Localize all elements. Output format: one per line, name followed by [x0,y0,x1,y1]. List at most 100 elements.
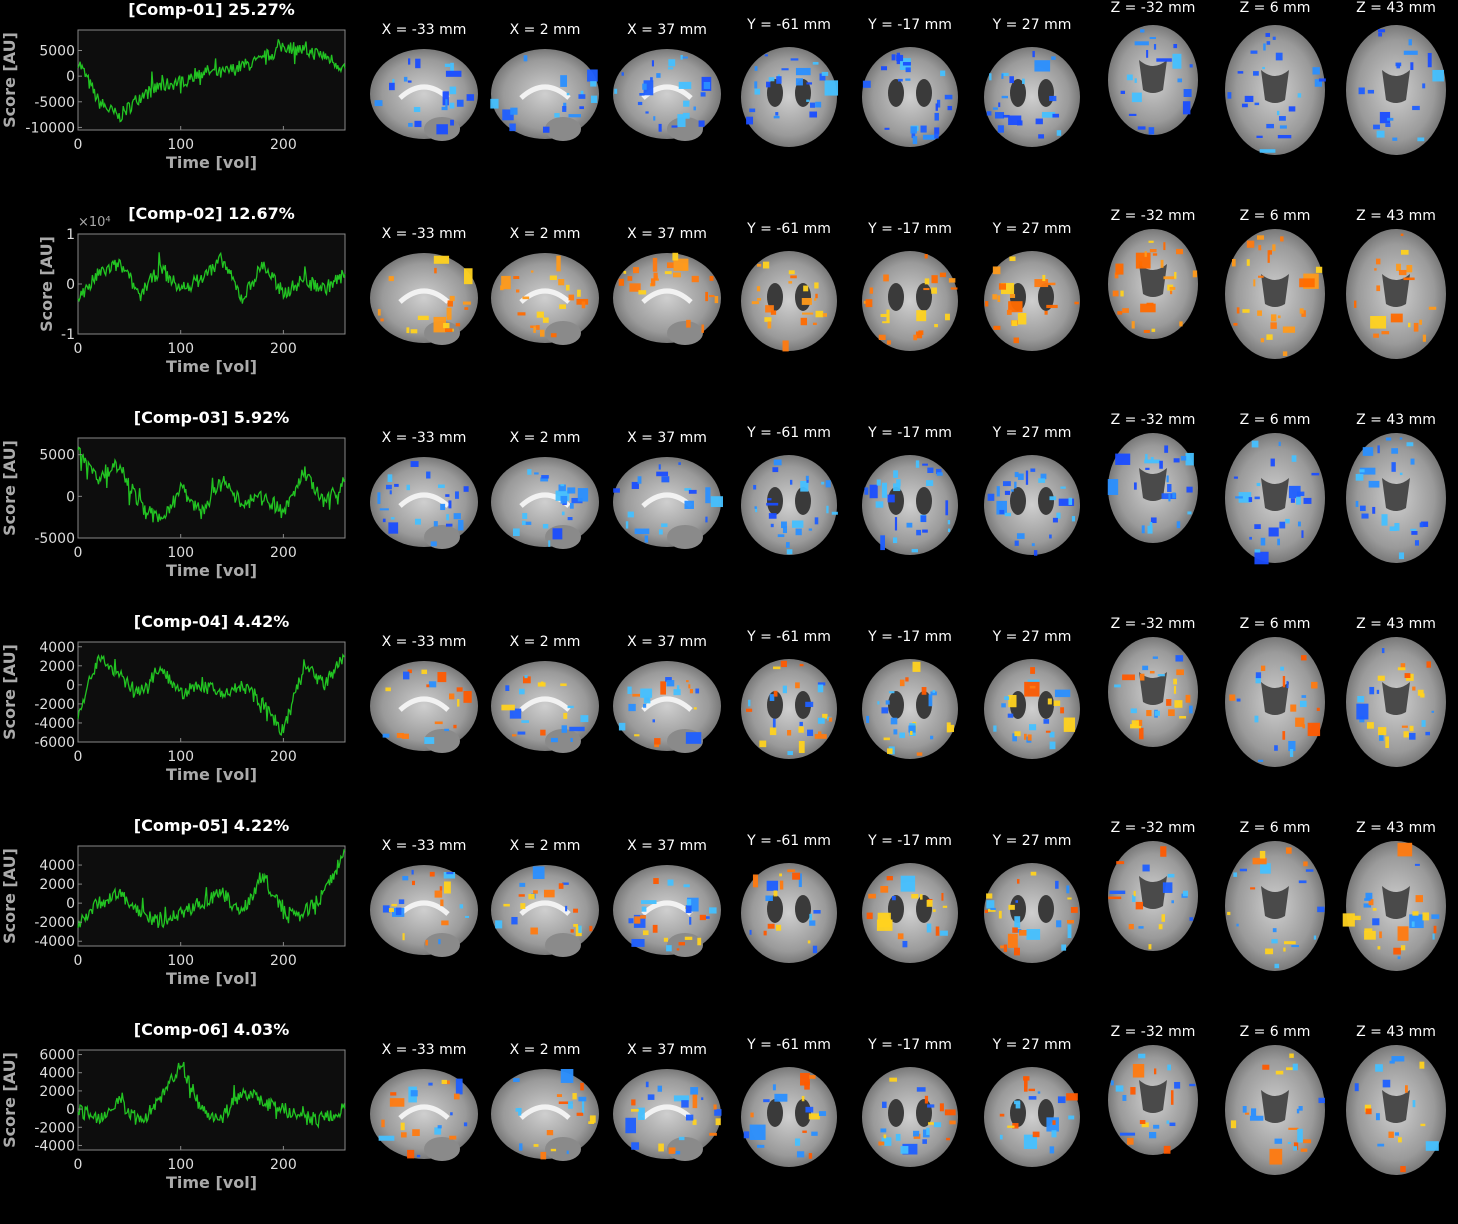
activation-blob [920,894,923,900]
activation-blob [540,329,545,337]
activation-blob [684,488,692,491]
slice-label: Z = 43 mm [1356,208,1436,224]
ventricle [916,283,932,311]
activation-blob [818,731,822,735]
activation-blob [1411,531,1418,535]
activation-blob [533,326,536,333]
activation-blob [1376,689,1380,694]
activation-blob [988,909,996,912]
activation-blob [922,134,936,140]
activation-blob [1023,1076,1028,1092]
activation-blob [880,535,885,551]
activation-blob [1266,334,1273,340]
activation-blob [693,707,697,710]
activation-blob [1009,256,1016,262]
cerebellum [667,1137,703,1161]
activation-blob [803,285,809,292]
brain-slice [984,47,1080,147]
activation-blob [936,472,943,476]
activation-blob [986,893,993,899]
activation-blob [752,874,759,888]
activation-blob [569,726,585,732]
brain-slice [862,659,958,759]
y-axis-label: Score [AU] [0,1052,19,1148]
activation-blob [1024,681,1040,697]
activation-blob [922,463,928,466]
activation-blob [1318,1097,1325,1104]
brain-tissue [984,455,1080,555]
cerebellum [545,1137,581,1161]
activation-blob [1272,244,1276,252]
brain-slice [741,47,839,147]
activation-blob [1279,521,1286,529]
activation-blob [942,905,948,908]
activation-blob [414,120,422,128]
activation-blob [1426,661,1431,668]
activation-blob [773,690,778,697]
activation-blob [676,685,680,692]
activation-blob [1399,472,1403,476]
activation-blob [453,1093,460,1100]
activation-blob [631,938,645,947]
activation-blob [389,490,392,495]
activation-blob [928,694,933,707]
activation-blob [757,298,762,301]
activation-blob [1115,453,1131,465]
activation-blob [1356,703,1369,720]
activation-blob [764,317,772,322]
activation-blob [558,279,565,286]
activation-blob [1354,300,1357,308]
activation-blob [1422,912,1429,921]
activation-blob [510,107,518,115]
activation-blob [780,521,787,529]
activation-blob [1368,480,1380,488]
activation-blob [1239,868,1248,872]
brain-tissue [741,251,837,351]
activation-blob [1008,301,1023,313]
activation-blob [1112,290,1119,297]
activation-blob [899,679,905,687]
activation-blob [1030,468,1036,472]
activation-blob [640,915,646,919]
activation-blob [1397,926,1409,941]
activation-blob [522,513,528,519]
activation-blob [1046,304,1058,309]
activation-blob [428,1082,433,1086]
activation-blob [1422,83,1426,89]
activation-blob [540,1151,547,1160]
activation-blob [1299,308,1304,314]
activation-blob [688,684,691,689]
activation-blob [1003,114,1010,118]
activation-blob [810,102,816,108]
activation-blob [743,1131,750,1139]
activation-blob [1421,720,1426,727]
activation-blob [1049,496,1057,501]
activation-blob [1063,717,1076,732]
activation-blob [672,272,681,278]
activation-blob [411,880,416,886]
activation-blob [885,700,890,705]
plot-area [77,233,346,335]
activation-blob [1067,924,1072,939]
activation-blob [788,281,793,284]
brain-slice [741,1067,837,1167]
activation-blob [987,493,995,501]
activation-blob [877,912,891,928]
activation-blob [1425,731,1431,736]
y-axis-label: Score [AU] [0,848,19,944]
activation-blob [1180,455,1187,461]
y-tick-label: -2000 [34,915,75,931]
brain-slice [370,1069,478,1161]
activation-blob [652,257,658,272]
activation-blob [525,521,532,525]
activation-blob [749,108,756,113]
activation-blob [1162,882,1173,893]
slice-label: Z = 6 mm [1239,208,1311,224]
activation-blob [1255,676,1261,684]
x-tick-label: 0 [74,137,83,153]
activation-blob [1030,871,1037,876]
y-tick-label: 2000 [39,877,75,893]
activation-blob [1288,740,1296,752]
plot-area [77,1049,346,1151]
